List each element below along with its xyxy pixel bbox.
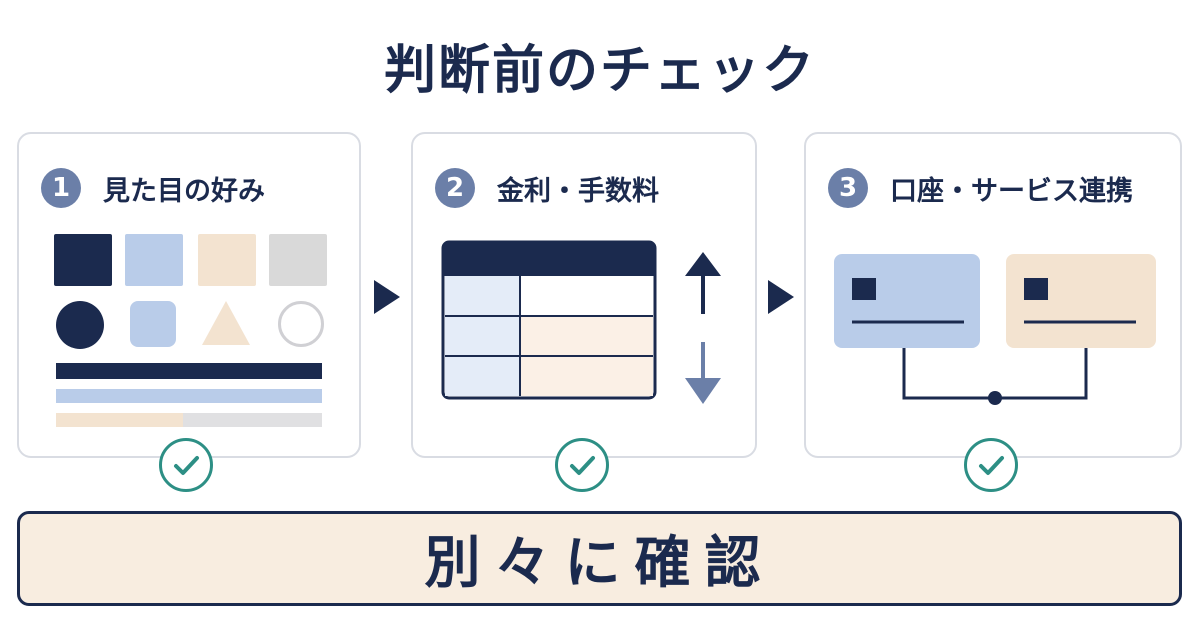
step-header: 2 金利・手数料 [435, 168, 659, 208]
navy-circle [56, 301, 104, 349]
step-label: 口座・サービス連携 [890, 175, 1133, 207]
beige-bar [56, 413, 183, 427]
gray-bar [183, 413, 322, 427]
navy-swatch [54, 234, 112, 286]
step-header: 3 口座・サービス連携 [828, 168, 1133, 208]
gray-swatch [269, 234, 327, 286]
step-card-account-linkage: 3 口座・サービス連携 [804, 132, 1182, 458]
blue-bar [56, 389, 322, 403]
step-header: 1 見た目の好み [41, 168, 265, 208]
step-card-appearance: 1 見た目の好み [17, 132, 361, 458]
check-circle-icon [964, 438, 1018, 492]
blue-rounded-square [130, 301, 176, 347]
check-circle-icon [159, 438, 213, 492]
conclusion-box: 別々に確認 [17, 511, 1182, 606]
arrow-right-icon [768, 280, 794, 314]
blue-swatch [125, 234, 183, 286]
conclusion-text: 別々に確認 [424, 531, 775, 596]
gray-outline-circle [278, 301, 324, 347]
step-label: 金利・手数料 [497, 175, 659, 207]
step-label: 見た目の好み [103, 175, 265, 207]
page-title: 判断前のチェック [383, 41, 816, 101]
step-number-badge: 3 [828, 168, 868, 208]
beige-triangle [202, 301, 250, 345]
arrow-up-icon [685, 252, 721, 314]
arrow-down-icon [685, 342, 721, 404]
beige-swatch [198, 234, 256, 286]
check-circle-icon [555, 438, 609, 492]
arrow-right-icon [374, 280, 400, 314]
table-icon [441, 240, 657, 400]
step-number-badge: 2 [435, 168, 475, 208]
linked-cards-diagram [834, 254, 1156, 405]
step-number-badge: 1 [41, 168, 81, 208]
navy-bar [56, 363, 322, 379]
step-card-rates-fees: 2 金利・手数料 [411, 132, 757, 458]
